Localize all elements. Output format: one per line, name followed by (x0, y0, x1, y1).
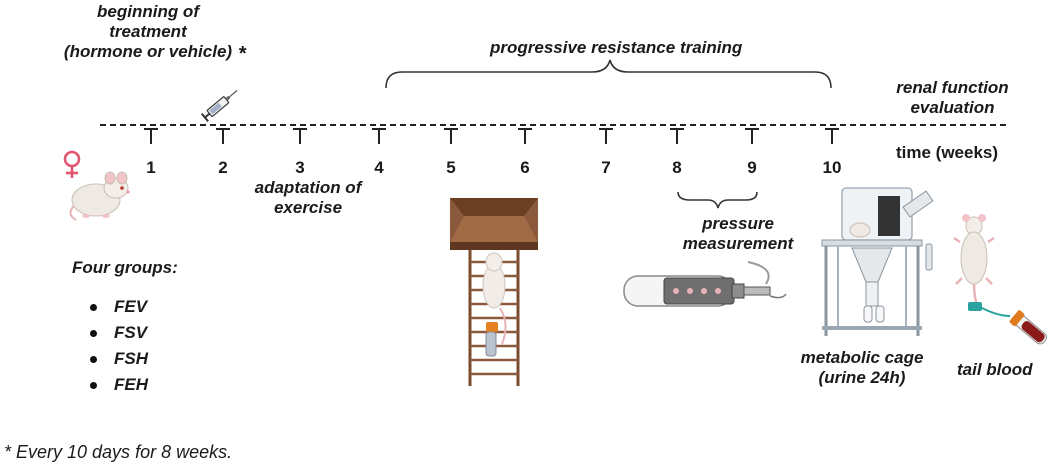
time-axis-label: time (weeks) (896, 143, 999, 162)
syringe-icon (200, 90, 238, 122)
pressure-label: pressure measurement (678, 214, 798, 254)
footnote: * Every 10 days for 8 weeks. (4, 442, 233, 462)
renal-label-line-2: evaluation (910, 98, 995, 117)
treatment-start-line-1: beginning of (97, 2, 199, 21)
tick-week-5 (444, 128, 458, 144)
week-label-10: 10 (822, 158, 842, 177)
tick-week-1 (144, 128, 158, 144)
metabolic-line-2: (urine 24h) (818, 368, 906, 387)
week-label-9: 9 (747, 158, 757, 177)
tick-week-10 (825, 128, 839, 144)
ladder-icon (450, 198, 538, 386)
tick-week-3 (293, 128, 307, 144)
adaptation-label: adaptation of exercise (240, 178, 376, 218)
adaptation-line-2: exercise (273, 198, 343, 217)
group-item-fsv: FSV (88, 322, 148, 348)
group-item-fev: FEV (88, 296, 148, 322)
treatment-start-label: beginning of treatment (hormone or vehic… (62, 2, 234, 62)
group-label: FSH (114, 349, 148, 368)
bullet-dot (90, 330, 97, 337)
group-label: FEH (114, 375, 148, 394)
renal-evaluation-label: renal function evaluation (880, 78, 1025, 118)
tail-blood-label: tail blood (957, 360, 1033, 379)
week-label-7: 7 (601, 158, 611, 177)
tick-week-4 (372, 128, 386, 144)
pressure-line-1: pressure (702, 214, 774, 233)
group-label: FSV (114, 323, 148, 342)
metabolic-cage-label: metabolic cage (urine 24h) (792, 348, 932, 388)
group-item-feh: FEH (88, 374, 148, 400)
bullet-dot (90, 304, 97, 311)
week-label-4: 4 (374, 158, 384, 177)
groups-list: FEV FSV FSH FEH (88, 296, 148, 400)
week-label-3: 3 (295, 158, 305, 177)
mouse-icon (69, 171, 130, 221)
renal-label-line-1: renal function (896, 78, 1009, 97)
metabolic-line-1: metabolic cage (800, 348, 924, 367)
week-label-2: 2 (218, 158, 228, 177)
groups-title: Four groups: (72, 258, 178, 277)
restrainer-tube-icon (623, 261, 787, 307)
tick-week-2 (216, 128, 230, 144)
treatment-start-line-3: (hormone or vehicle) (63, 42, 233, 61)
adaptation-line-1: adaptation of (254, 178, 362, 197)
pressure-bracket (677, 191, 758, 209)
tail-blood-tube-icon (953, 214, 1047, 345)
female-symbol-icon (63, 150, 81, 178)
tick-week-6 (518, 128, 532, 144)
week-label-8: 8 (672, 158, 682, 177)
week-label-1: 1 (146, 158, 156, 177)
week-label-6: 6 (520, 158, 530, 177)
week-label-5: 5 (446, 158, 456, 177)
bullet-dot (90, 356, 97, 363)
group-label: FEV (114, 297, 148, 316)
training-label: progressive resistance training (490, 38, 743, 57)
tick-week-7 (599, 128, 613, 144)
timeline-dashed-line (100, 124, 1006, 126)
bullet-dot (90, 382, 97, 389)
pressure-line-2: measurement (682, 234, 794, 253)
treatment-start-line-2: treatment (109, 22, 187, 41)
tick-week-9 (745, 128, 759, 144)
group-item-fsh: FSH (88, 348, 148, 374)
metabolic-cage-icon (821, 187, 934, 336)
treatment-asterisk: * (238, 43, 246, 65)
tick-week-8 (670, 128, 684, 144)
